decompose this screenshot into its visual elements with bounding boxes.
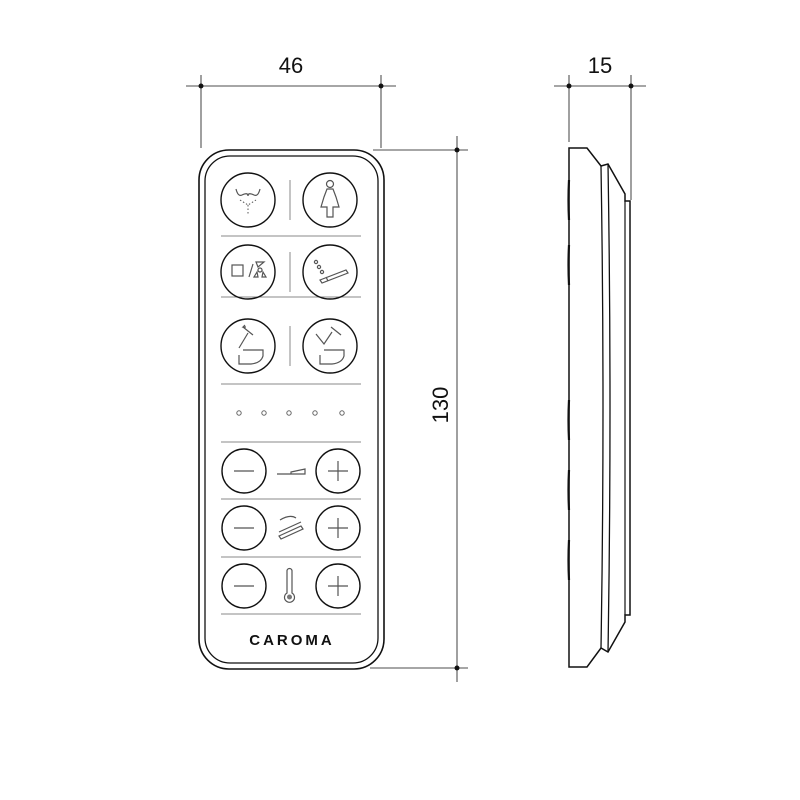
indicator-dots — [236, 410, 345, 416]
nozzle-plus-button[interactable] — [315, 448, 361, 494]
remote-side-view — [567, 147, 631, 668]
stop-deodorize-button[interactable] — [220, 244, 276, 300]
nozzle-minus-button[interactable] — [221, 448, 267, 494]
front-wash-button[interactable] — [302, 172, 358, 228]
pressure-minus-button[interactable] — [221, 505, 267, 551]
seat-open-icon — [315, 326, 345, 365]
nozzle-clean-button[interactable] — [302, 244, 358, 300]
height-label: 130 — [428, 387, 453, 424]
nozzle-position-icon — [277, 468, 306, 475]
temperature-row — [221, 563, 361, 609]
width-dimension: 46 — [186, 53, 396, 148]
temperature-plus-button[interactable] — [315, 563, 361, 609]
rear-wash-icon — [235, 188, 261, 214]
stop-deodorize-icon — [231, 261, 268, 278]
front-wash-icon — [320, 179, 340, 218]
width-label: 46 — [279, 53, 303, 78]
pressure-plus-button[interactable] — [315, 505, 361, 551]
water-pressure-row — [221, 505, 361, 551]
nozzle-clean-icon — [313, 259, 349, 284]
depth-dimension: 15 — [554, 53, 646, 200]
remote-front-view: CAROMA — [198, 149, 385, 670]
seat-open-button[interactable] — [302, 318, 358, 374]
rear-wash-button[interactable] — [220, 172, 276, 228]
seat-lid-button[interactable] — [220, 318, 276, 374]
brand-logo: CAROMA — [249, 632, 335, 649]
temperature-minus-button[interactable] — [221, 563, 267, 609]
nozzle-position-row — [221, 448, 361, 494]
plus-icon — [328, 576, 348, 596]
plus-icon — [328, 461, 348, 481]
thermometer-icon — [283, 567, 296, 603]
height-dimension: 130 — [370, 136, 468, 682]
water-pressure-icon — [278, 515, 304, 540]
depth-label: 15 — [588, 53, 612, 78]
seat-lid-icon — [238, 324, 264, 365]
plus-icon — [328, 518, 348, 538]
